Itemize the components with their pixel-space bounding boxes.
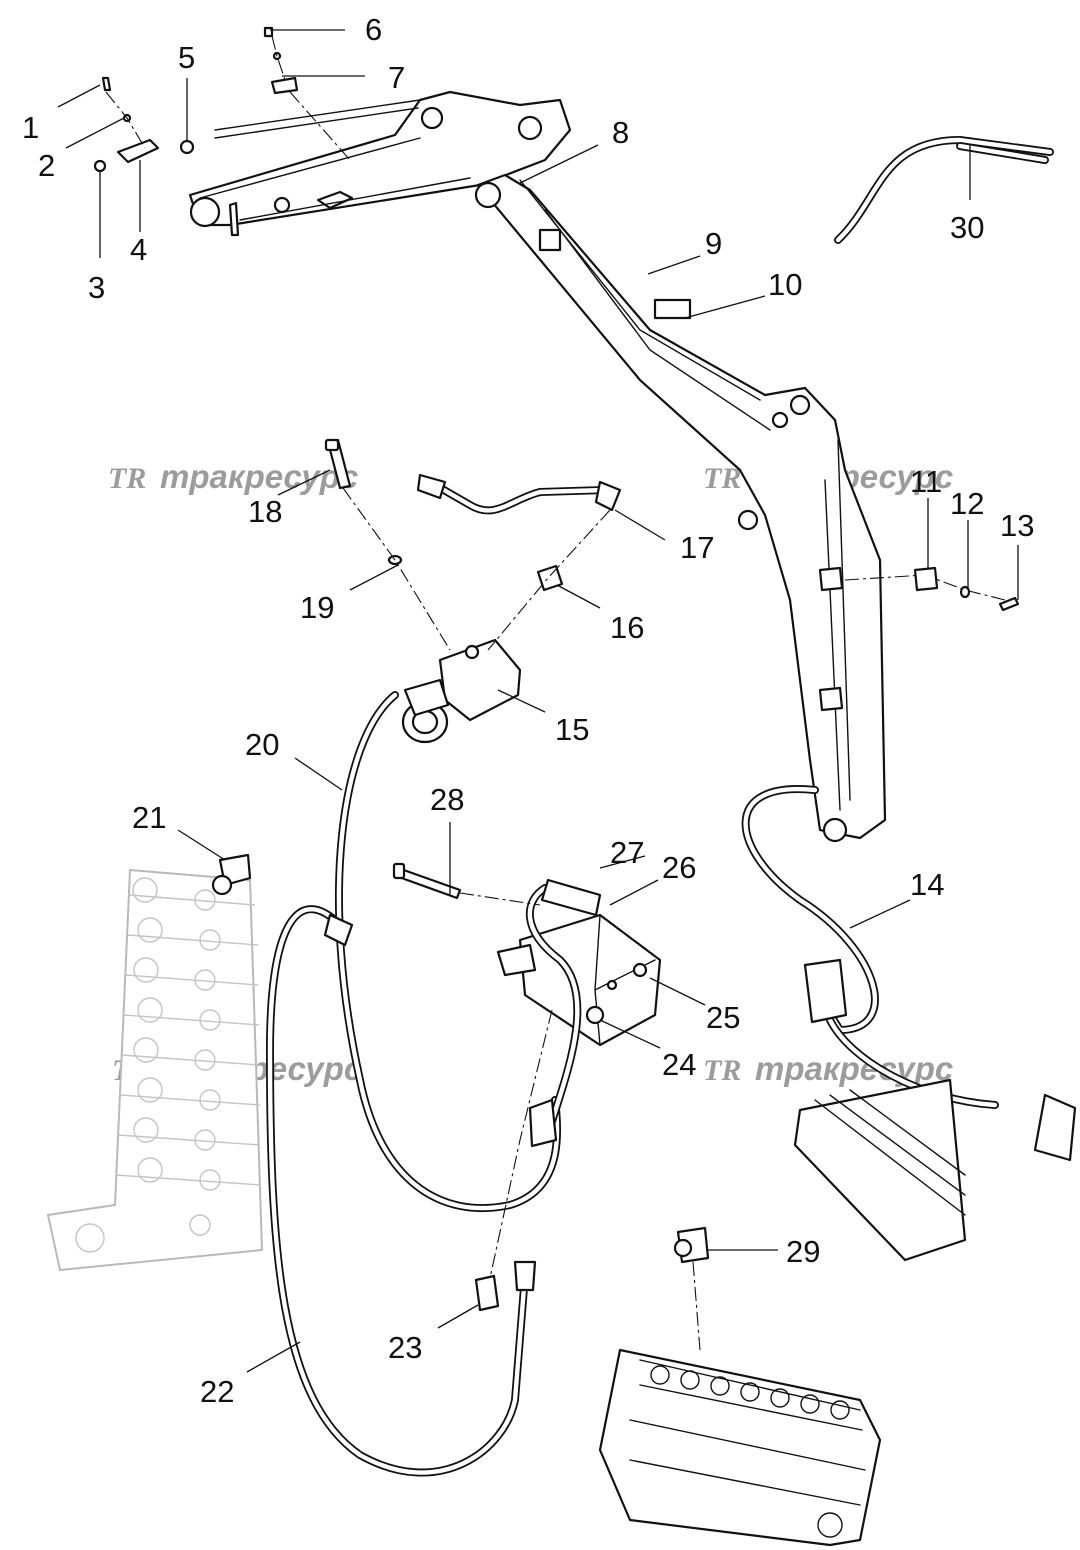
callout-15: 15 xyxy=(555,712,589,747)
arm-assembly xyxy=(188,90,572,237)
watermark-text: тракресурс xyxy=(160,458,358,495)
callout-27: 27 xyxy=(610,835,644,870)
callout-5: 5 xyxy=(178,40,195,75)
clamp-hardware-11-13 xyxy=(913,566,1020,612)
bolt-28 xyxy=(392,862,462,900)
boom-assembly xyxy=(474,173,887,843)
callout-20: 20 xyxy=(245,727,279,762)
valve-block-25 xyxy=(496,913,662,1047)
callout-24: 24 xyxy=(662,1047,696,1082)
detail-control-valve-right xyxy=(793,1078,1077,1262)
watermark-bottom-right: TR тракресурс xyxy=(703,1050,953,1087)
callout-13: 13 xyxy=(1000,508,1034,543)
fitting-16 xyxy=(536,564,564,592)
callout-3: 3 xyxy=(88,270,105,305)
callout-18: 18 xyxy=(248,494,282,529)
callout-30: 30 xyxy=(950,210,984,245)
detail-control-valve-bottom xyxy=(598,1348,882,1547)
plug-23 xyxy=(474,1274,500,1312)
callout-leaders xyxy=(57,29,1019,1373)
tee-fitting-21 xyxy=(211,853,252,896)
assembly-lines xyxy=(105,35,1006,1351)
callout-10: 10 xyxy=(768,267,802,302)
hose-22 xyxy=(266,905,537,1477)
hose-27 xyxy=(525,878,602,1148)
callout-22: 22 xyxy=(200,1374,234,1409)
callout-6: 6 xyxy=(365,12,382,47)
callout-17: 17 xyxy=(680,530,714,565)
callout-4: 4 xyxy=(130,232,147,267)
ghost-control-valve-left xyxy=(46,868,264,1272)
callout-7: 7 xyxy=(388,60,405,95)
callout-2: 2 xyxy=(38,148,55,183)
watermark-top-left: TR тракресурс xyxy=(108,458,358,495)
callout-9: 9 xyxy=(705,226,722,261)
hose-14 xyxy=(741,785,999,1109)
hose-17 xyxy=(416,473,622,515)
watermark-logo: TR xyxy=(703,462,741,495)
callout-14: 14 xyxy=(910,867,944,902)
watermark-text: тракресурс xyxy=(755,1050,953,1087)
callout-12: 12 xyxy=(950,486,984,521)
callout-11: 11 xyxy=(910,464,942,499)
solenoid-valve-15 xyxy=(401,638,522,744)
watermark-logo: TR xyxy=(108,462,146,495)
callout-29: 29 xyxy=(786,1234,820,1269)
callout-21: 21 xyxy=(132,800,166,835)
callout-26: 26 xyxy=(662,850,696,885)
callout-labels: 1 2 3 4 5 6 7 8 9 10 11 12 13 14 15 16 1… xyxy=(22,12,1034,1409)
hose-20 xyxy=(335,691,562,1213)
callout-19: 19 xyxy=(300,590,334,625)
callout-16: 16 xyxy=(610,610,644,645)
tee-fitting-29 xyxy=(673,1226,710,1264)
bolt-18 xyxy=(324,438,352,490)
bracket-hardware-top-left xyxy=(93,26,299,173)
callout-25: 25 xyxy=(706,1000,740,1035)
callout-8: 8 xyxy=(612,115,629,150)
watermark-logo: TR xyxy=(703,1054,741,1087)
callout-28: 28 xyxy=(430,782,464,817)
callout-23: 23 xyxy=(388,1330,422,1365)
hose-30 xyxy=(834,136,1054,244)
callout-1: 1 xyxy=(22,110,39,145)
